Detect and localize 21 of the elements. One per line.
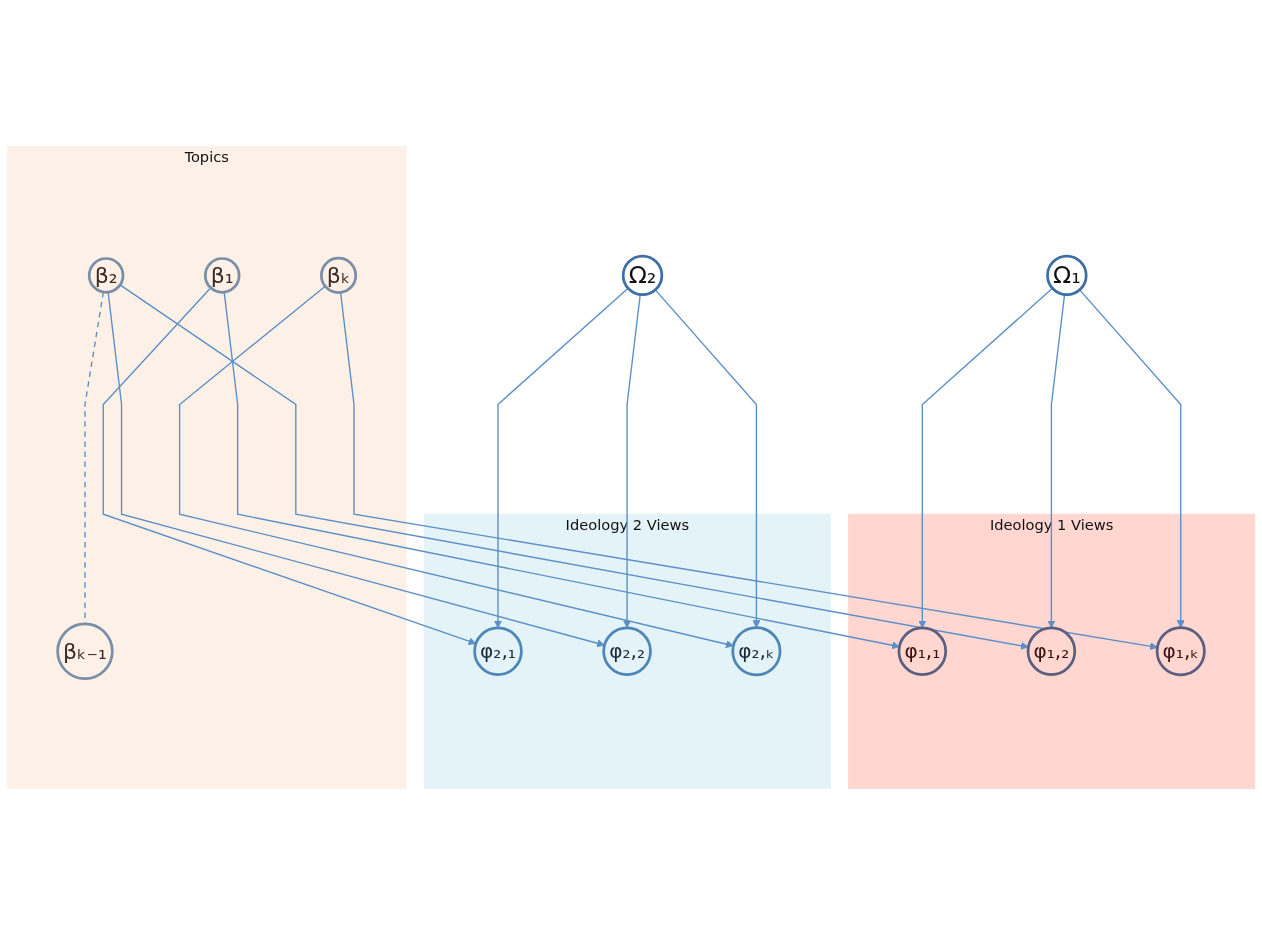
arrow: [178, 285, 734, 649]
node-circle: φ₂,₂: [602, 626, 652, 677]
arrow: [223, 291, 900, 650]
node-circle: β₁: [203, 257, 241, 294]
node-circle: Ω₁: [1046, 254, 1088, 297]
node-circle: φ₂,₁: [473, 626, 523, 677]
arrow: [1047, 294, 1066, 629]
node-circle: βₖ₋₁: [56, 622, 114, 681]
arrow: [493, 287, 629, 629]
node-circle: φ₁,₂: [1026, 626, 1077, 677]
node-circle: φ₂,ₖ: [731, 626, 782, 677]
arrow: [623, 294, 641, 629]
node-circle: βₖ: [320, 257, 358, 295]
arrow: [102, 287, 477, 646]
arrow: [339, 291, 1158, 651]
node-circle: β₂: [87, 257, 125, 294]
node-circle: φ₁,ₖ: [1155, 626, 1206, 677]
node-circle: Ω₂: [621, 254, 664, 297]
node-circle: φ₁,₁: [897, 626, 948, 677]
arrow: [918, 287, 1054, 629]
arrow: [119, 284, 1029, 650]
